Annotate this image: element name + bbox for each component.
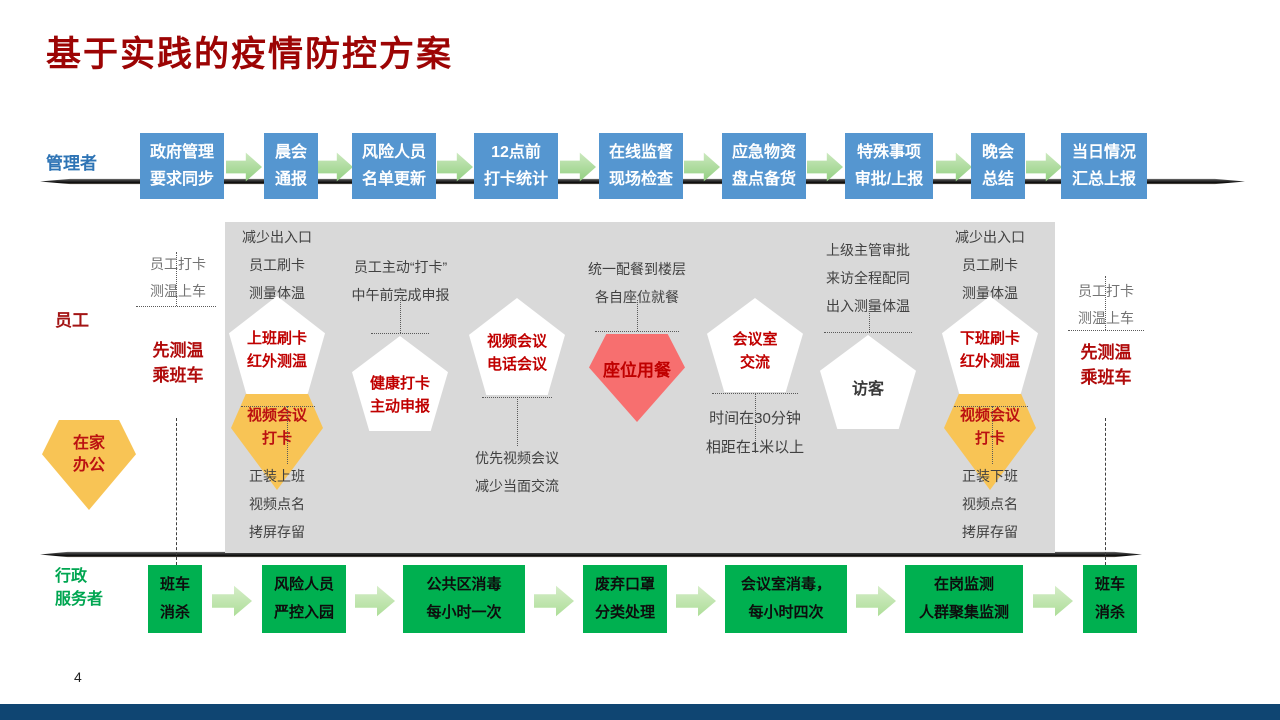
connector-line: [1105, 276, 1106, 330]
admin-lane-label: 行政 服务者: [55, 568, 104, 608]
note-self-checkin: 员工主动“打卡” 中午前完成申报: [351, 259, 450, 303]
note-shuttle-boarding-right: 员工打卡 测温上车: [1078, 283, 1134, 326]
manager-step-box: 风险人员 名单更新: [352, 133, 436, 199]
connector-line: [400, 298, 401, 333]
note-formal-dress-morning: 正装上班 视频点名 拷屏存留: [249, 468, 305, 540]
connector-line: [1068, 330, 1144, 331]
flow-arrow-icon: [856, 585, 896, 617]
flow-arrow-icon: [437, 152, 473, 182]
manager-step-box: 当日情况 汇总上报: [1061, 133, 1147, 199]
flow-arrow-icon: [226, 152, 262, 182]
flow-arrow-icon: [317, 152, 353, 182]
admin-step-box: 班车 消杀: [1083, 565, 1137, 633]
flow-arrow-icon: [684, 152, 720, 182]
note-meal-delivery: 统一配餐到楼层 各自座位就餐: [588, 261, 686, 305]
connector-line: [595, 331, 679, 332]
connector-line: [176, 252, 177, 306]
connector-line: [755, 393, 756, 453]
manager-step-box: 12点前 打卡统计: [474, 133, 558, 199]
connector-line: [136, 306, 216, 307]
admin-step-box: 公共区消毒 每小时一次: [403, 565, 525, 633]
page-number: 4: [74, 669, 82, 685]
connector-line: [869, 300, 870, 332]
connector-line: [954, 406, 1028, 407]
flow-arrow-icon: [212, 585, 252, 617]
flow-arrow-icon: [560, 152, 596, 182]
connector-line: [517, 397, 518, 446]
admin-step-box: 在岗监测 人群聚集监测: [905, 565, 1023, 633]
admin-step-box: 班车 消杀: [148, 565, 202, 633]
slide-title: 基于实践的疫情防控方案: [46, 35, 454, 74]
pentagon-home-office: 在家 办公: [42, 420, 136, 510]
admin-step-box: 会议室消毒， 每小时四次: [725, 565, 847, 633]
footer-bar: [0, 704, 1280, 720]
note-formal-dress-evening: 正装下班 视频点名 拷屏存留: [962, 468, 1018, 540]
admin-step-box: 风险人员 严控入园: [262, 565, 346, 633]
note-entrance-checkout: 减少出入口 员工刷卡 测量体温: [955, 229, 1025, 301]
note-entrance-checkin: 减少出入口 员工刷卡 测量体温: [242, 229, 312, 301]
connector-line: [371, 333, 429, 334]
connector-line: [1105, 418, 1106, 565]
flow-arrow-icon: [807, 152, 843, 182]
note-visitor-rules: 上级主管审批 来访全程配同 出入测量体温: [826, 242, 910, 314]
flow-arrow-icon: [355, 585, 395, 617]
note-temp-first-left: 先测温 乘班车: [152, 341, 204, 385]
flow-arrow-icon: [676, 585, 716, 617]
manager-step-box: 特殊事项 审批/上报: [845, 133, 933, 199]
note-prefer-video-meeting: 优先视频会议 减少当面交流: [475, 450, 559, 494]
note-shuttle-boarding-left: 员工打卡 测温上车: [150, 256, 206, 299]
flow-arrow-icon: [936, 152, 972, 182]
manager-step-box: 晨会 通报: [264, 133, 318, 199]
flow-arrow-icon: [534, 585, 574, 617]
connector-line: [241, 406, 315, 407]
connector-line: [637, 300, 638, 331]
admin-lane-line: [40, 551, 1142, 558]
manager-step-box: 应急物资 盘点备货: [722, 133, 806, 199]
connector-line: [992, 406, 993, 464]
connector-line: [287, 406, 288, 464]
note-temp-first-right: 先测温 乘班车: [1080, 343, 1132, 387]
flow-arrow-icon: [1033, 585, 1073, 617]
manager-lane-label: 管理者: [46, 154, 97, 173]
flow-arrow-icon: [1026, 152, 1062, 182]
admin-step-box: 废弃口罩 分类处理: [583, 565, 667, 633]
note-meeting-limits: 时间在30分钟 相距在1米以上: [705, 410, 805, 456]
manager-step-box: 在线监督 现场检查: [599, 133, 683, 199]
manager-step-box: 政府管理 要求同步: [140, 133, 224, 199]
connector-line: [824, 332, 912, 333]
employee-lane-label: 员工: [55, 311, 89, 330]
manager-step-box: 晚会 总结: [971, 133, 1025, 199]
connector-line: [176, 418, 177, 565]
